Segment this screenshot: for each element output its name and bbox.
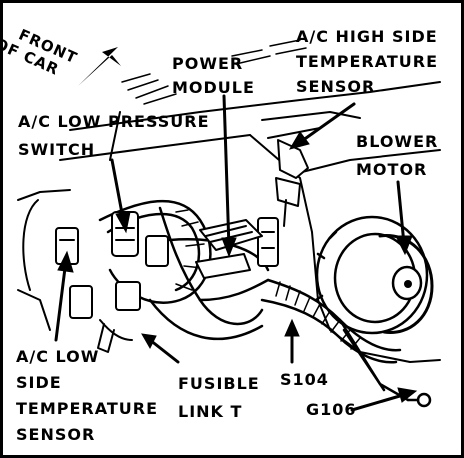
power-module-leader <box>222 94 231 250</box>
ac-low-side-line-4: SENSOR <box>16 425 96 444</box>
fusible-link-leader <box>148 338 180 364</box>
label-s104: S104 <box>280 370 329 389</box>
low-side-leader <box>54 258 68 342</box>
body-panel-lines <box>17 81 441 363</box>
leader-arrows <box>54 94 418 412</box>
high-side-sensor-part <box>275 139 309 227</box>
front-direction-arrow <box>78 47 121 86</box>
power-module-line-1: POWER <box>172 54 244 73</box>
ac-high-side-line-2: TEMPERATURE <box>296 52 439 71</box>
label-fusible-link: FUSIBLE LINK T <box>178 370 260 426</box>
label-ac-low-pressure-switch: A/C LOW PRESSURE SWITCH <box>18 108 210 164</box>
fusible-link-line-1: FUSIBLE <box>178 374 260 393</box>
ground-terminal <box>406 392 432 408</box>
ac-low-pressure-line-2: SWITCH <box>18 140 96 159</box>
label-power-module: POWER MODULE <box>172 52 255 100</box>
power-module-arrowhead <box>221 237 237 258</box>
blower-motor-part <box>314 215 434 335</box>
blower-motor-arrowhead <box>395 235 413 256</box>
low-pressure-arrowhead <box>115 211 131 234</box>
blower-motor-line-1: BLOWER <box>356 132 439 151</box>
blower-motor-line-2: MOTOR <box>356 160 428 179</box>
high-side-arrowhead <box>288 131 310 150</box>
power-module-line-2: MODULE <box>172 78 255 97</box>
hood-hatching <box>121 39 307 105</box>
high-side-leader <box>297 102 356 145</box>
ac-low-pressure-line-1: A/C LOW PRESSURE <box>18 112 210 131</box>
fusible-link-arrowhead <box>141 333 157 350</box>
blower-motor-leader <box>396 180 406 246</box>
low-side-arrowhead <box>57 250 74 273</box>
ac-high-side-line-3: SENSOR <box>296 77 376 96</box>
g106-arrowhead <box>397 387 418 403</box>
ac-low-side-line-2: SIDE <box>16 373 62 392</box>
label-blower-motor: BLOWER MOTOR <box>356 128 438 184</box>
connectors <box>55 211 279 353</box>
label-ac-high-side-temperature-sensor: A/C HIGH SIDE TEMPERATURE SENSOR <box>296 24 438 99</box>
s104-arrowhead <box>284 318 300 337</box>
ac-low-side-line-3: TEMPERATURE <box>16 399 159 418</box>
ac-low-side-line-1: A/C LOW <box>16 347 100 366</box>
label-g106: G106 <box>306 400 357 419</box>
label-ac-low-side-temperature-sensor: A/C LOW SIDE TEMPERATURE SENSOR <box>16 344 158 448</box>
ac-high-side-line-1: A/C HIGH SIDE <box>296 27 438 46</box>
power-module-part <box>195 219 263 279</box>
fusible-link-line-2: LINK T <box>178 402 243 421</box>
